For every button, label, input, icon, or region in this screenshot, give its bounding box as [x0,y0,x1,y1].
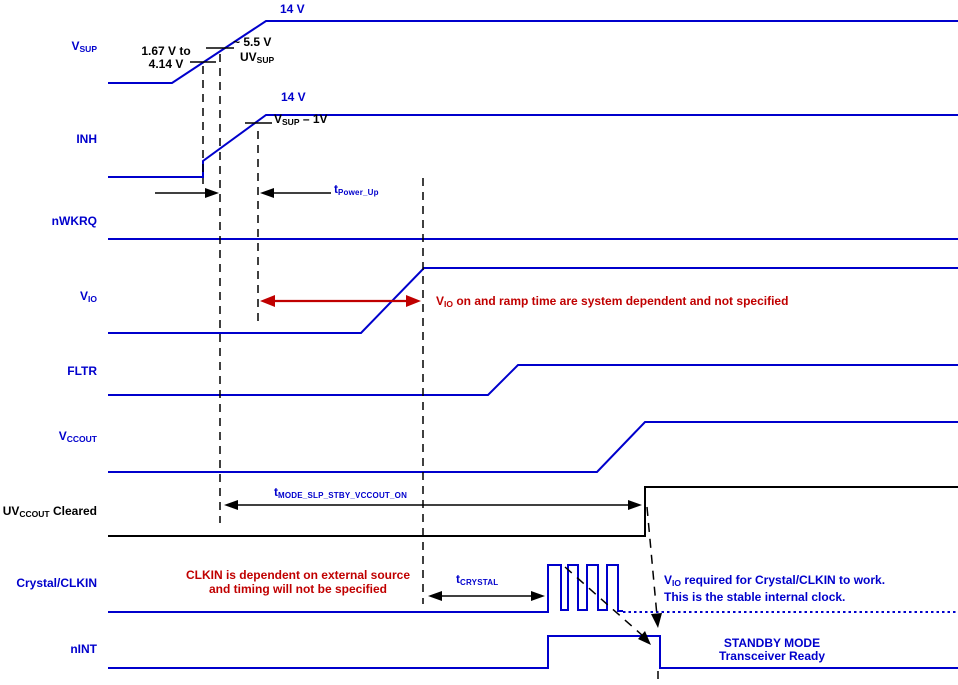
signal-label-fltr: FLTR [67,365,97,378]
vccout-waveform [108,421,958,473]
vsup-label-sub: SUP [79,44,97,54]
signal-label-vsup: VSUP [72,40,98,56]
vsup-threshold-line1: 1.67 V to [141,44,191,58]
inh-threshold-post: – 1V [299,112,328,126]
uvsup-label-sub: SUP [256,55,275,65]
uvccout-label-text: UV [2,504,20,518]
tpowerup-left-arrowhead [205,188,219,198]
vccout-label-sub: CCOUT [66,434,97,444]
inh-waveform [108,114,958,178]
vccout-label-text: V [58,429,67,443]
uvsup-label: UVSUP [240,51,274,67]
vio-ramp-note-text: V [436,294,445,308]
inh-threshold-text: V [274,112,283,126]
vio-label-text: V [80,289,89,303]
fltr-label-text: FLTR [67,364,97,378]
signal-label-inh: INH [76,133,97,146]
fltr-waveform [108,364,958,396]
uvsup-value-text: ~ 5.5 V [233,35,272,49]
standby-mode-line2: Transceiver Ready [718,649,826,663]
tmode-label: tMODE_SLP_STBY_VCCOUT_ON [274,486,407,502]
uvsup-value-label: ~ 5.5 V [233,36,271,49]
uvsup-label-text: UV [240,50,257,64]
vsup-threshold-label: 1.67 V to 4.14 V [130,45,202,71]
nint-waveform [108,635,958,669]
clkin-waveform [108,564,623,613]
tpowerup-label: tPower_Up [334,183,379,199]
tcrystal-right-arrowhead [531,591,545,601]
pointer-clock-to-nint [564,566,644,637]
pointer-uvccout-to-nint [646,506,658,617]
vio-ramp-note-sub: IO [444,299,453,309]
clkin-note: CLKIN is dependent on external source an… [180,568,416,596]
threshold-ticks [190,47,272,124]
tmode-text: t [274,485,278,499]
nwkrq-label-text: nWKRQ [51,214,97,228]
inh-threshold-sub: SUP [282,117,300,127]
tpowerup-right-arrowhead [260,188,274,198]
uvccout-label-post: Cleared [49,504,97,518]
signal-label-nint: nINT [70,643,97,656]
stable-clock-note-text: V [664,573,673,587]
signal-label-uvccout-cleared: UVCCOUT Cleared [3,505,97,521]
signal-label-vio: VIO [80,290,97,306]
signal-label-vccout: VCCOUT [59,430,97,446]
vio-ramp-left-arrowhead [260,295,275,307]
signal-label-nwkrq: nWKRQ [52,215,97,228]
pointer-clock-arrowhead [638,631,651,645]
tmode-sub: MODE_SLP_STBY_VCCOUT_ON [278,491,408,500]
tpowerup-sub: Power_Up [338,188,379,197]
tcrystal-left-arrowhead [428,591,442,601]
vsup-14v-label: 14 V [280,3,305,16]
uvccout-label-sub: CCOUT [19,509,50,519]
stable-clock-note-line1: VIO required for Crystal/CLKIN to work. [664,573,885,590]
tmode-right-arrowhead [628,500,642,510]
stable-clock-note: VIO required for Crystal/CLKIN to work. … [664,573,885,604]
tpowerup-text: t [334,182,338,196]
vio-label-sub: IO [88,294,97,304]
stable-clock-note-sub: IO [672,578,681,588]
tcrystal-text: t [456,572,460,586]
stable-clock-note-line2: This is the stable internal clock. [664,590,846,604]
inh-label-text: INH [76,132,97,146]
signal-label-crystal-clkin: Crystal/CLKIN [16,577,97,590]
clkin-note-line1: CLKIN is dependent on external source [185,568,411,582]
inh-threshold-label: VSUP – 1V [274,113,328,129]
clkin-note-line2: and timing will not be specified [208,582,387,596]
tmode-left-arrowhead [224,500,238,510]
vsup-label-text: V [71,39,80,53]
vsup-waveform [108,20,958,84]
nint-label-text: nINT [70,642,97,656]
pointer-uvccout-arrowhead [651,613,662,628]
vio-ramp-right-arrowhead [406,295,421,307]
stable-clock-note-post: required for Crystal/CLKIN to work. [681,573,886,587]
tcrystal-sub: CRYSTAL [460,578,499,587]
inh-14v-text: 14 V [281,90,306,104]
vsup-14v-text: 14 V [280,2,305,16]
crystal-clkin-label-text: Crystal/CLKIN [16,576,97,590]
vio-ramp-note: VIO on and ramp time are system dependen… [436,295,788,311]
vio-ramp-note-post: on and ramp time are system dependent an… [453,294,789,308]
tcrystal-label: tCRYSTAL [456,573,498,589]
vsup-threshold-line2: 4.14 V [148,57,184,71]
inh-14v-label: 14 V [281,91,306,104]
standby-mode-line1: STANDBY MODE [723,636,821,650]
uvccout-cleared-waveform [108,486,958,537]
standby-mode-note: STANDBY MODE Transceiver Ready [696,637,848,663]
